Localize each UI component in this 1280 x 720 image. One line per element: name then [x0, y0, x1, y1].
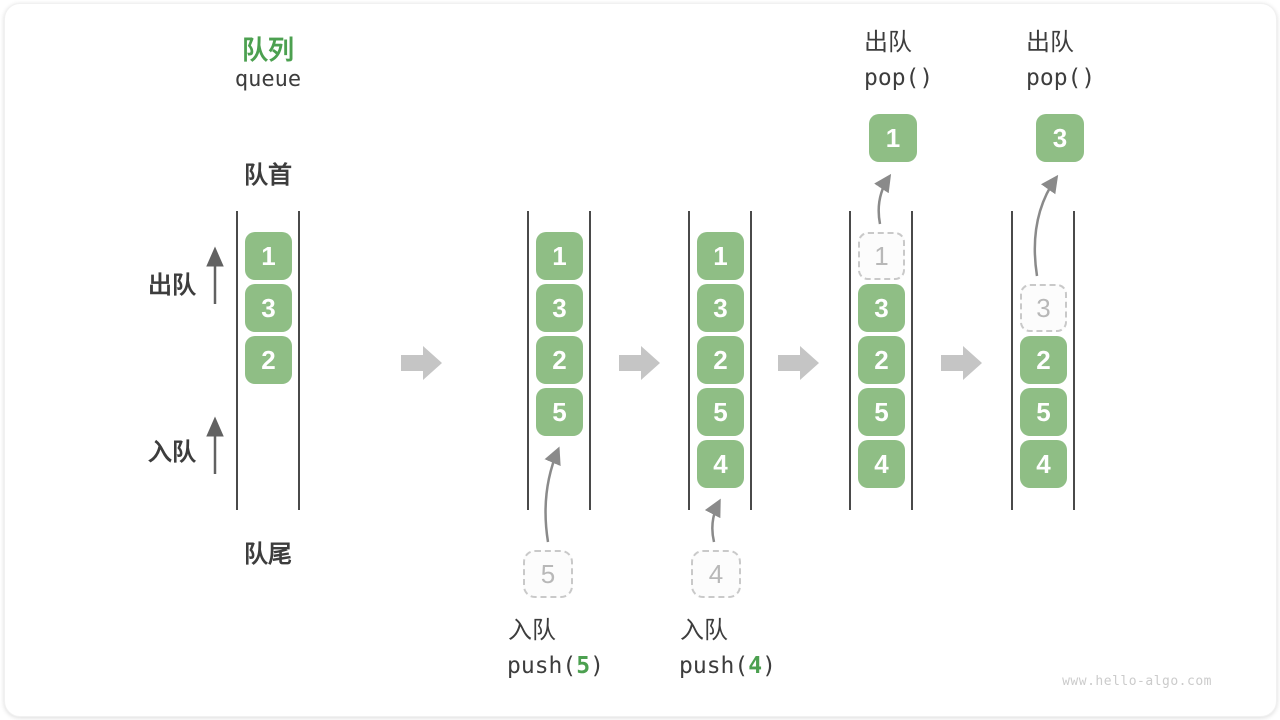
- removed-element-ghost: 3: [1020, 284, 1067, 332]
- queue-cell: 5: [1020, 388, 1067, 436]
- queue-front-label: 队首: [244, 162, 292, 189]
- enqueue-op-code: push(5): [507, 651, 604, 681]
- queue-cell: 2: [858, 336, 905, 384]
- queue-cell: 3: [536, 284, 583, 332]
- code-text: ): [762, 653, 776, 679]
- queue-cell: 3: [245, 284, 292, 332]
- watermark: www.hello-algo.com: [1062, 674, 1212, 689]
- enqueue-op-label: 入队: [508, 617, 556, 644]
- queue-cell: 1: [697, 232, 744, 280]
- figure-title-en: queue: [234, 67, 302, 92]
- popped-element: 1: [869, 114, 917, 162]
- dequeue-op-label: 出队: [1026, 29, 1074, 56]
- queue-cell: 2: [245, 336, 292, 384]
- queue-cell: 2: [697, 336, 744, 384]
- code-text: push(: [679, 653, 749, 679]
- removed-element-ghost: 1: [858, 232, 905, 280]
- code-text: ): [590, 653, 604, 679]
- queue-container-3: [688, 211, 752, 510]
- queue-cell: 4: [697, 440, 744, 488]
- dequeue-side-label: 出队: [148, 272, 196, 299]
- code-text: push(: [507, 653, 577, 679]
- queue-cell: 2: [536, 336, 583, 384]
- code-arg: 4: [748, 653, 763, 679]
- queue-cell: 1: [536, 232, 583, 280]
- incoming-element: 4: [691, 550, 741, 598]
- queue-cell: 4: [858, 440, 905, 488]
- figure-title-zh: 队列: [241, 35, 294, 65]
- enqueue-op-code: push(4): [679, 651, 776, 681]
- queue-rear-label: 队尾: [244, 541, 292, 568]
- enqueue-op-label: 入队: [680, 617, 728, 644]
- dequeue-op-code: pop(): [864, 65, 934, 91]
- queue-cell: 3: [858, 284, 905, 332]
- queue-cell: 5: [536, 388, 583, 436]
- queue-cell: 5: [697, 388, 744, 436]
- dequeue-op-code: pop(): [1026, 65, 1096, 91]
- figure-card: [4, 3, 1277, 717]
- queue-container-1: [236, 211, 300, 510]
- queue-cell: 1: [245, 232, 292, 280]
- queue-cell: 5: [858, 388, 905, 436]
- dequeue-op-label: 出队: [864, 29, 912, 56]
- enqueue-side-label: 入队: [148, 439, 196, 466]
- queue-cell: 3: [697, 284, 744, 332]
- code-arg: 5: [576, 653, 591, 679]
- popped-element: 3: [1036, 114, 1084, 162]
- queue-container-5: [1011, 211, 1075, 510]
- queue-cell: 2: [1020, 336, 1067, 384]
- queue-cell: 4: [1020, 440, 1067, 488]
- incoming-element: 5: [523, 550, 573, 598]
- queue-container-2: [527, 211, 591, 510]
- queue-container-4: [849, 211, 913, 510]
